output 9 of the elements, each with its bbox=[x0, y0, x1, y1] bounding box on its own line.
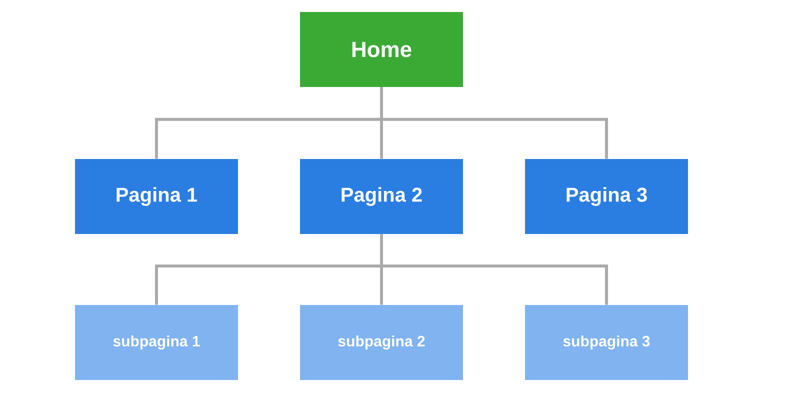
subpage-box: subpagina 3 bbox=[525, 305, 688, 380]
page-box: Pagina 2 bbox=[300, 159, 463, 234]
connector-line bbox=[380, 87, 608, 159]
subpage-box: subpagina 1 bbox=[75, 305, 238, 380]
connector-line bbox=[380, 234, 608, 305]
subpage-box: subpagina 2 bbox=[300, 305, 463, 380]
page-box: Pagina 3 bbox=[525, 159, 688, 234]
page-box: Pagina 1 bbox=[75, 159, 238, 234]
home-box: Home bbox=[300, 12, 463, 87]
